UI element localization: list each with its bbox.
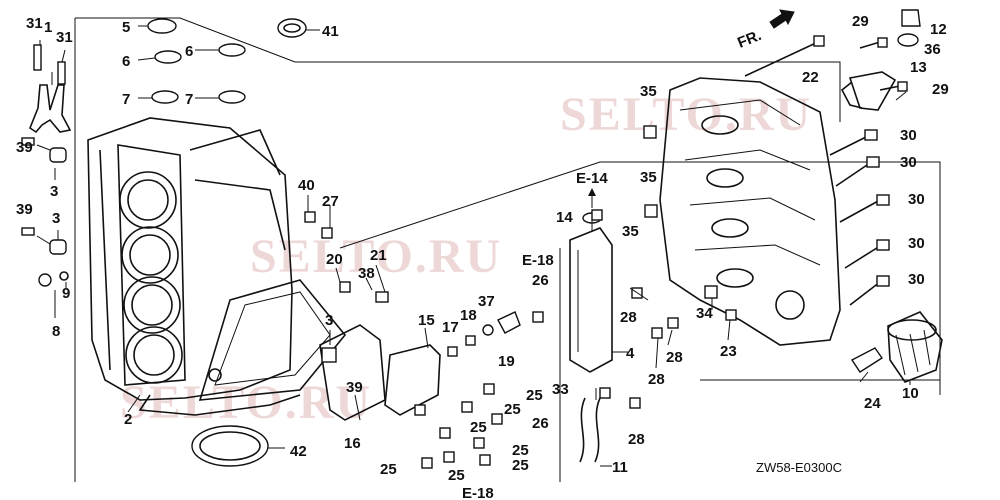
callout: 3 bbox=[50, 183, 58, 200]
callout: 42 bbox=[290, 443, 307, 460]
watermark-3: SELTO.RU bbox=[120, 376, 372, 429]
callout: 8 bbox=[52, 323, 60, 340]
callout: 10 bbox=[902, 385, 919, 402]
bolts-middle bbox=[304, 209, 737, 469]
water-elbow bbox=[840, 9, 921, 111]
callout: 37 bbox=[478, 293, 495, 310]
callout: 30 bbox=[908, 271, 925, 288]
bracket bbox=[29, 44, 72, 134]
oil-filter bbox=[850, 311, 943, 383]
callout: 14 bbox=[556, 209, 573, 226]
callout: 3 bbox=[325, 312, 333, 329]
seals-top bbox=[147, 18, 307, 104]
callout: 35 bbox=[640, 169, 657, 186]
callout: 6 bbox=[122, 53, 130, 70]
direction-arrow-icon bbox=[769, 9, 795, 29]
callout: 35 bbox=[622, 223, 639, 240]
callout: 31 bbox=[56, 29, 73, 46]
callout: 7 bbox=[185, 91, 193, 108]
callout: 30 bbox=[908, 191, 925, 208]
callout: 15 bbox=[418, 312, 435, 329]
bolts-right bbox=[744, 35, 908, 306]
section-ref-e18-upper: E-18 bbox=[522, 252, 554, 269]
callout: 25 bbox=[512, 442, 529, 459]
callout: 3 bbox=[52, 210, 60, 227]
watermark-layer: SELTO.RU SELTO.RU SELTO.RU bbox=[120, 88, 812, 429]
callout: 1 bbox=[44, 19, 52, 36]
callout: 20 bbox=[326, 251, 343, 268]
callout: 25 bbox=[526, 387, 543, 404]
section-ref-e18-lower: E-18 bbox=[462, 485, 494, 500]
callout: 30 bbox=[900, 154, 917, 171]
callout: 28 bbox=[628, 431, 645, 448]
callout: 16 bbox=[344, 435, 361, 452]
callout: 40 bbox=[298, 177, 315, 194]
callout: 25 bbox=[504, 401, 521, 418]
exhaust-cover bbox=[191, 324, 441, 467]
callout: 31 bbox=[26, 15, 43, 32]
callout: 30 bbox=[900, 127, 917, 144]
direction-label: FR. bbox=[735, 27, 764, 52]
diagram-code: ZW58-E0300C bbox=[756, 460, 842, 475]
callout: 25 bbox=[380, 461, 397, 478]
callout: 29 bbox=[852, 13, 869, 30]
callout: 22 bbox=[802, 69, 819, 86]
callout: 33 bbox=[552, 381, 569, 398]
callout: 5 bbox=[122, 19, 130, 36]
callout: 17 bbox=[442, 319, 459, 336]
callout-labels: 1 2 3 3 3 4 5 6 6 7 7 8 9 10 11 12 13 14… bbox=[16, 13, 949, 484]
callout: 29 bbox=[932, 81, 949, 98]
callout: 27 bbox=[322, 193, 339, 210]
callout: 6 bbox=[185, 43, 193, 60]
callout: 21 bbox=[370, 247, 387, 264]
callout: 18 bbox=[460, 307, 477, 324]
small-parts-left bbox=[21, 137, 69, 287]
callout: 38 bbox=[358, 265, 375, 282]
callout: 28 bbox=[620, 309, 637, 326]
oil-cooler bbox=[569, 212, 613, 463]
callout: 19 bbox=[498, 353, 515, 370]
callout: 39 bbox=[346, 379, 363, 396]
callout: 26 bbox=[532, 415, 549, 432]
callout: 9 bbox=[62, 285, 70, 302]
leader-lines bbox=[36, 25, 911, 467]
callout: 11 bbox=[612, 459, 628, 476]
callout: 25 bbox=[470, 419, 487, 436]
callout: 28 bbox=[648, 371, 665, 388]
crankcase bbox=[643, 77, 841, 346]
arrow-up-icon bbox=[588, 188, 596, 196]
callout: 30 bbox=[908, 235, 925, 252]
callout: 13 bbox=[910, 59, 927, 76]
callout: 41 bbox=[322, 23, 339, 40]
callout: 35 bbox=[640, 83, 657, 100]
cylinder-block bbox=[87, 117, 347, 416]
callout: 7 bbox=[122, 91, 130, 108]
callout: 26 bbox=[532, 272, 549, 289]
callout: 23 bbox=[720, 343, 737, 360]
callout: 24 bbox=[864, 395, 881, 412]
callout: 39 bbox=[16, 139, 33, 156]
callout: 25 bbox=[448, 467, 465, 484]
callout: 2 bbox=[124, 411, 132, 428]
callout: 34 bbox=[696, 305, 713, 322]
callout: 28 bbox=[666, 349, 683, 366]
callout: 36 bbox=[924, 41, 941, 58]
watermark-1: SELTO.RU bbox=[560, 88, 812, 141]
callout: 39 bbox=[16, 201, 33, 218]
section-ref-e14: E-14 bbox=[576, 170, 608, 187]
callout: 12 bbox=[930, 21, 947, 38]
callout: 25 bbox=[512, 457, 529, 474]
callout: 4 bbox=[626, 345, 635, 362]
frame-lines bbox=[74, 17, 941, 482]
